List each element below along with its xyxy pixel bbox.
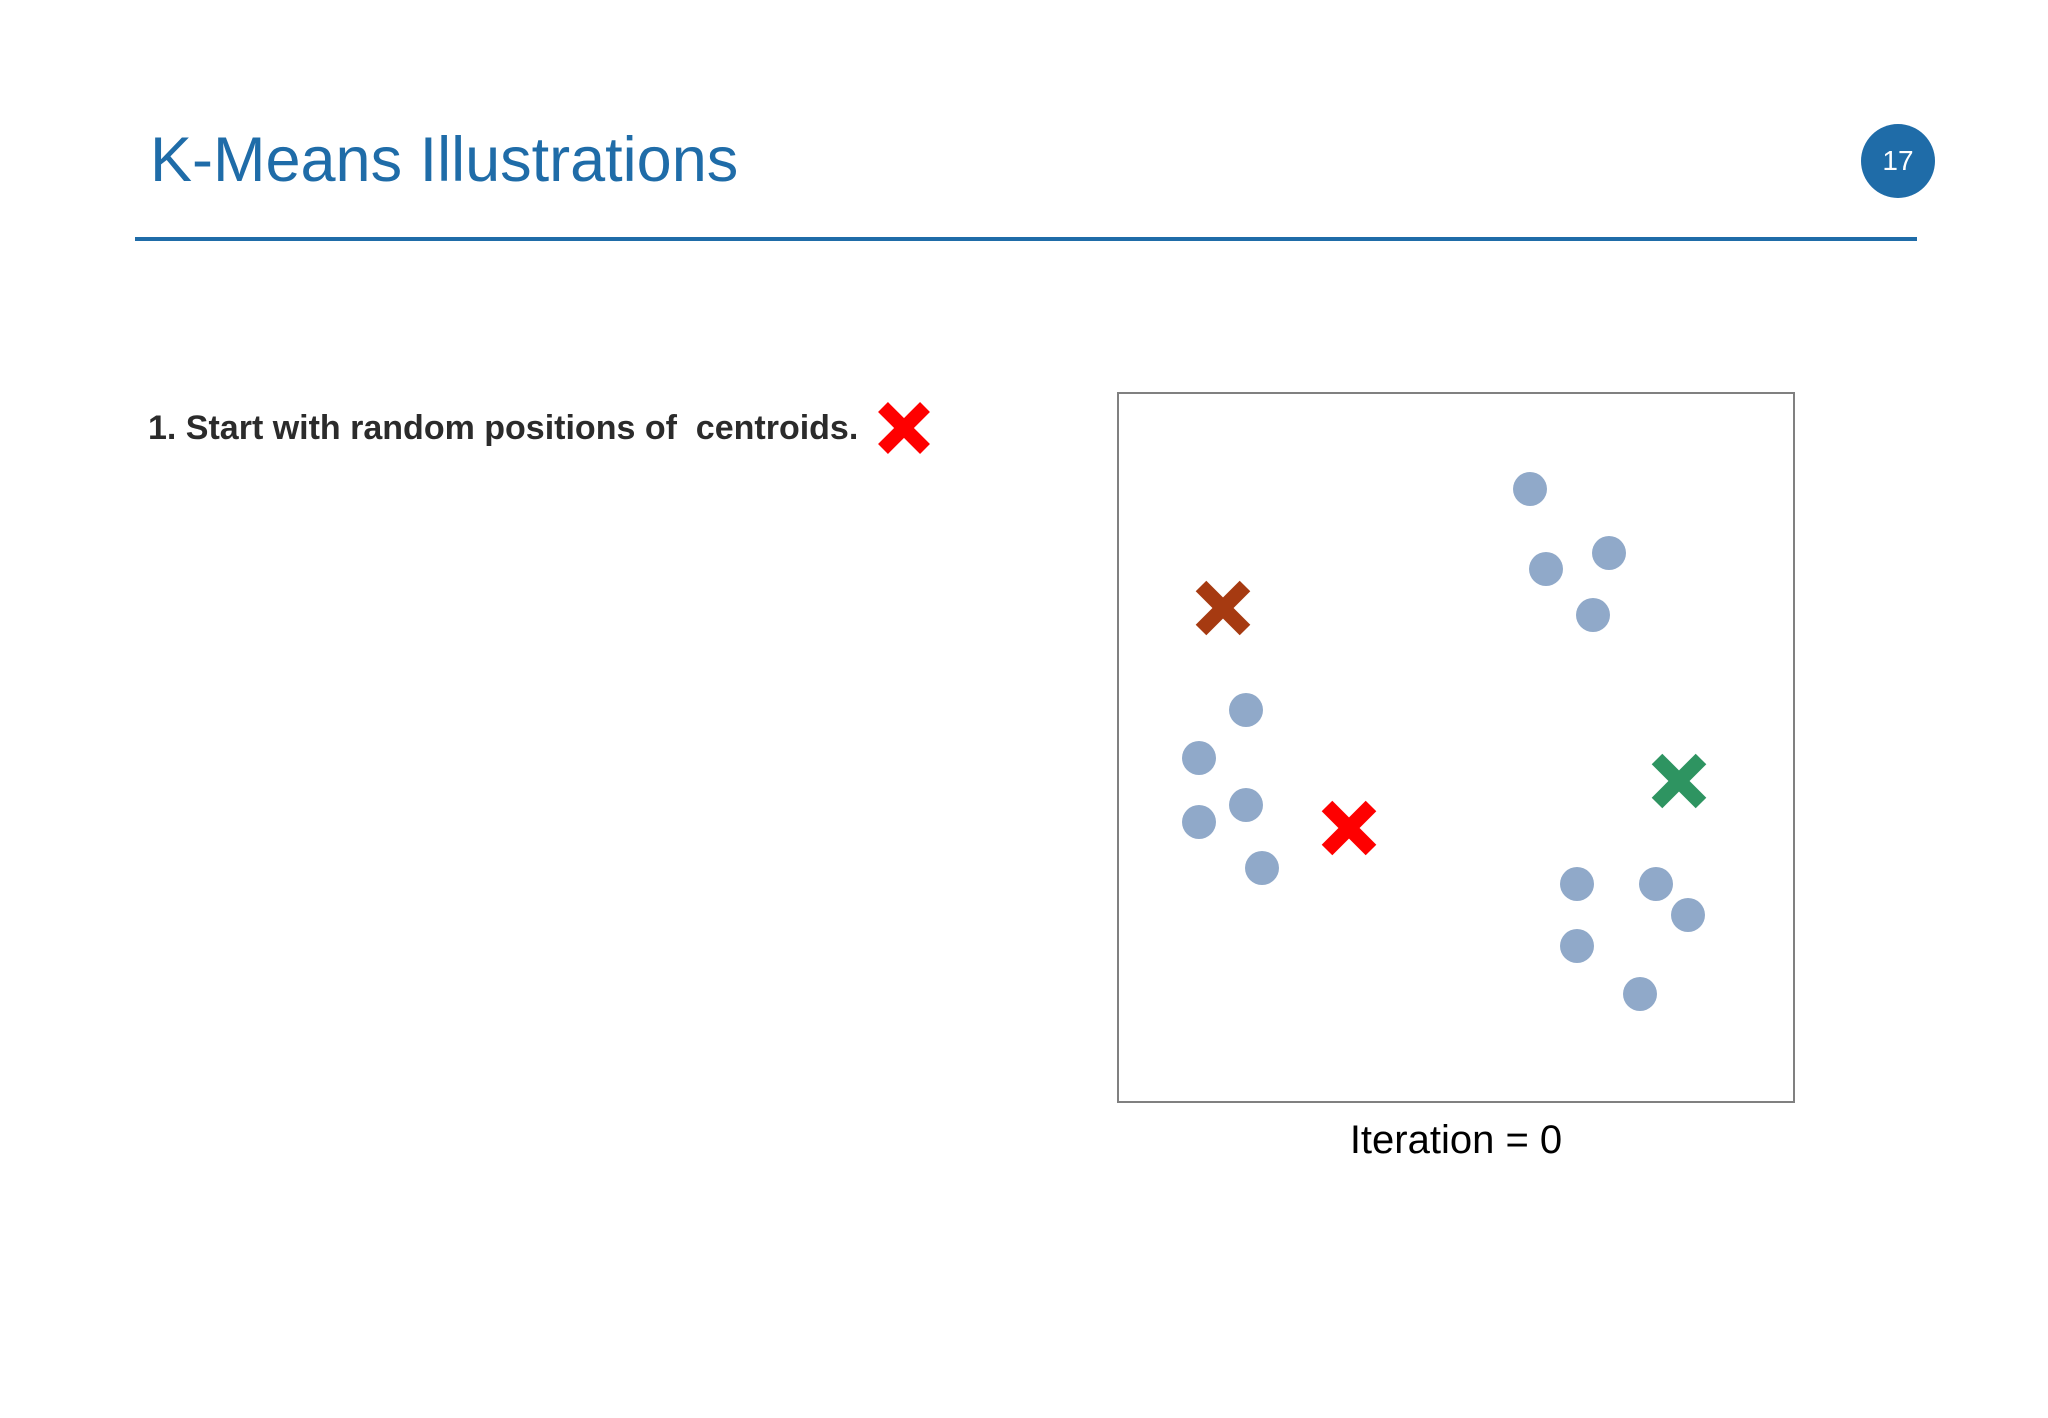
data-point xyxy=(1182,805,1216,839)
scatter-plot-canvas xyxy=(1119,394,1793,1101)
data-point xyxy=(1513,472,1547,506)
scatter-plot-panel xyxy=(1117,392,1795,1103)
data-point xyxy=(1576,598,1610,632)
data-point xyxy=(1560,929,1594,963)
header-divider xyxy=(135,237,1917,241)
data-point xyxy=(1182,741,1216,775)
data-point xyxy=(1529,552,1563,586)
data-point xyxy=(1560,867,1594,901)
data-point xyxy=(1623,977,1657,1011)
data-point xyxy=(1229,788,1263,822)
page-number-label: 17 xyxy=(1882,145,1914,176)
page-number-badge: 17 xyxy=(1861,124,1935,198)
red-centroid-icon xyxy=(1320,799,1378,857)
data-point xyxy=(1671,898,1705,932)
data-point xyxy=(1592,536,1626,570)
data-point xyxy=(1639,867,1673,901)
data-point xyxy=(1229,693,1263,727)
bullet-row: 1. Start with random positions of centro… xyxy=(148,400,932,456)
page-title: K-Means Illustrations xyxy=(150,125,739,195)
bullet-step-text: 1. Start with random positions of centro… xyxy=(148,408,859,447)
brown-centroid-icon xyxy=(1194,579,1252,637)
green-centroid-icon xyxy=(1650,752,1708,810)
red-x-marker-icon xyxy=(876,400,932,456)
plot-caption: Iteration = 0 xyxy=(1349,1118,1563,1162)
data-point xyxy=(1245,851,1279,885)
